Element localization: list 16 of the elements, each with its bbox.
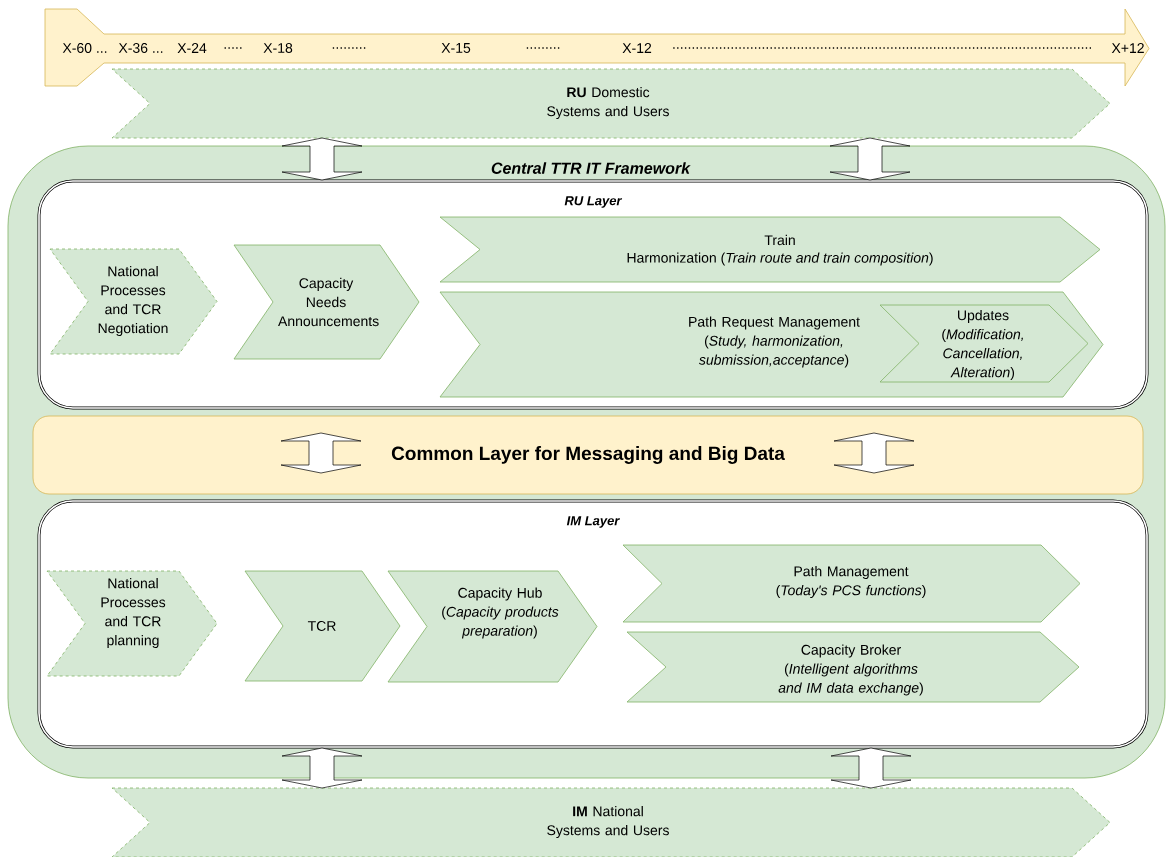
double-arrow — [281, 747, 363, 789]
chevron-box: Capacity Hub (Capacity products preparation) — [387, 570, 598, 683]
chevron-box: Train Harmonization (Train route and train composition) — [439, 216, 1101, 283]
layer-band: Common Layer for Messaging and Big Data — [32, 415, 1144, 495]
chevron-box: National Processes and TCR planning — [46, 570, 218, 677]
double-arrow — [281, 137, 363, 181]
chevron-box: National Processes and TCR Negotiation — [49, 248, 218, 355]
chevron-box: IM National Systems and Users — [111, 787, 1111, 857]
chevron-box: Path Management (Today's PCS functions) — [622, 544, 1081, 623]
double-arrow — [829, 137, 911, 181]
chevron-box: RU Domestic Systems and Users — [111, 68, 1111, 139]
double-arrow — [830, 747, 912, 789]
chevron-box: Capacity Needs Announcements — [233, 244, 420, 360]
chevron-box: Capacity Broker (Intelligent algorithms and IM data exchange) — [626, 631, 1080, 703]
chevron-box: TCR — [244, 570, 401, 682]
chevron-box: Updates (Modification, Cancellation, Alteration) — [879, 304, 1089, 383]
